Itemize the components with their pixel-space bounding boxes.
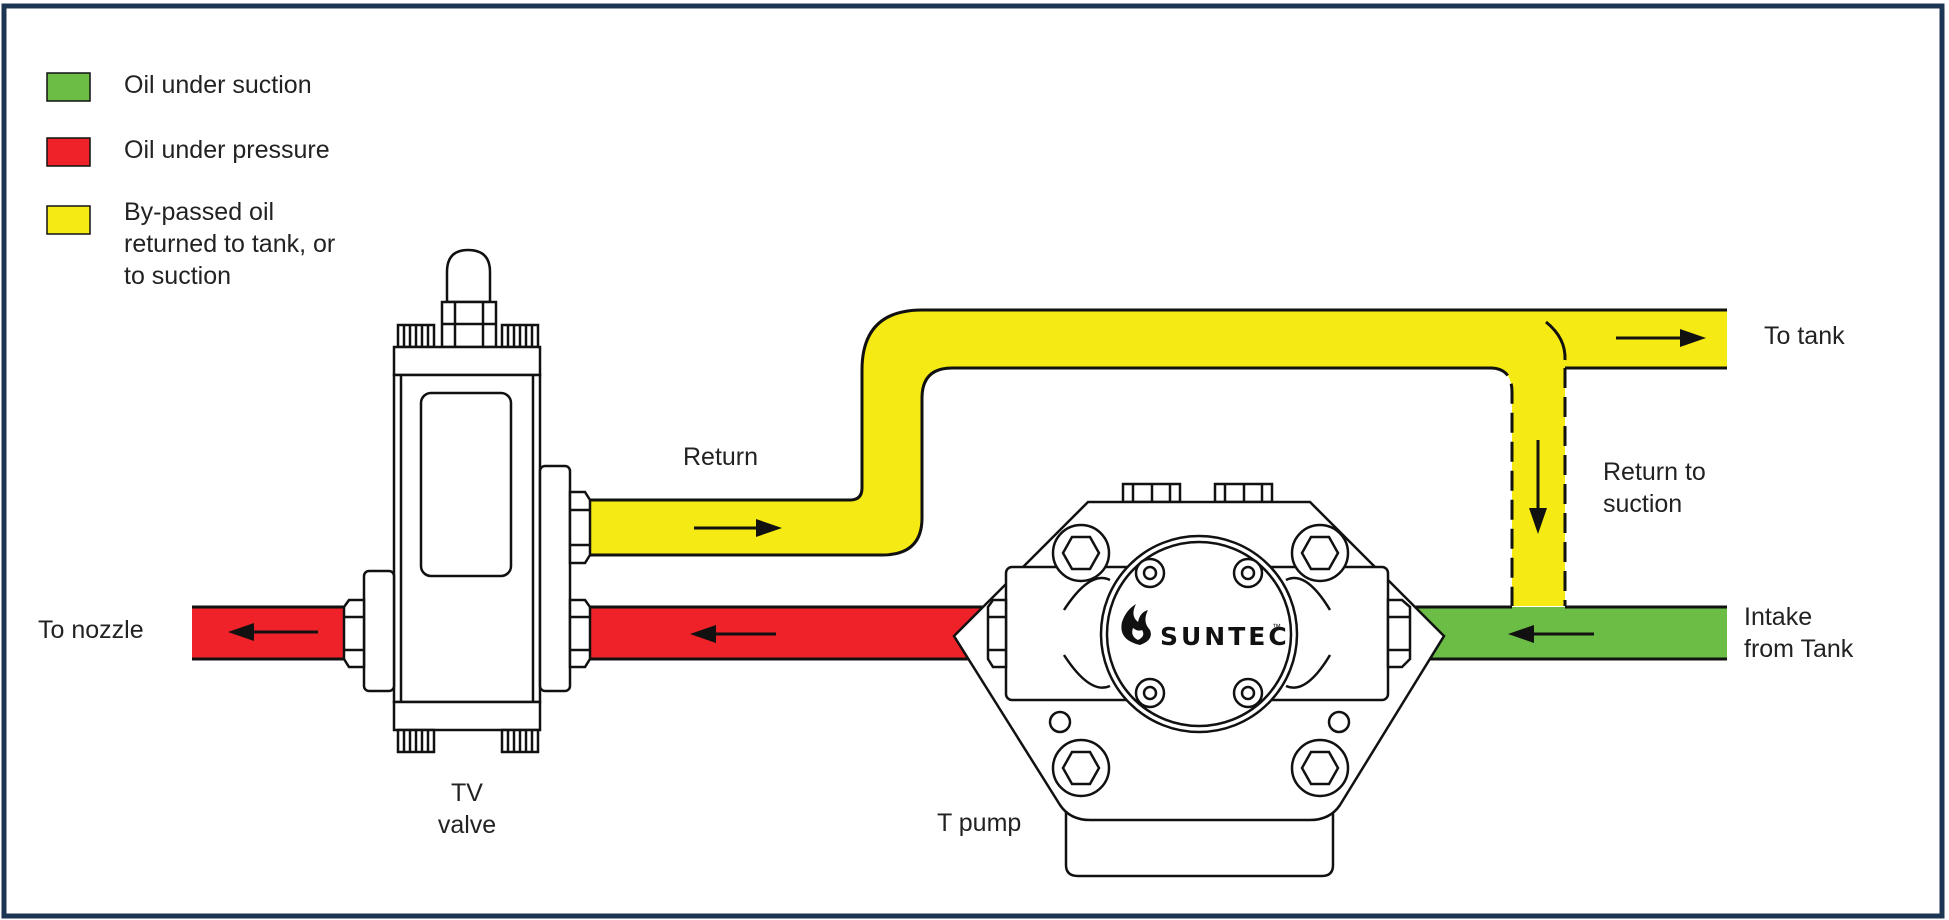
label-to-tank: To tank [1764,322,1845,350]
legend-swatch-pressure [46,137,91,167]
pump-pressure-pipe [590,605,988,661]
valve-bottom-flange [392,700,542,732]
tv-valve [342,248,592,754]
bypass-return-pipe [590,308,1727,557]
brand-label: SUNTEC [1160,622,1290,651]
return-to-suction-fill [1490,368,1565,606]
valve-top-flange [392,345,542,377]
pump-pressure-fill [590,607,988,659]
arrow-icon [1529,440,1547,534]
label-tv-valve-line2: valve [438,811,496,839]
label-t-pump: T pump [937,809,1021,837]
legend-label-bypass-line1: By-passed oil [124,198,274,226]
arrow-icon [228,623,318,641]
pump-fitting-intake [1386,598,1412,669]
pump-hole-left [1048,710,1072,734]
valve-left-block [362,569,396,693]
valve-fitting-nozzle [342,598,366,669]
label-return: Return [683,443,758,471]
legend-swatch-bypass [46,205,91,235]
valve-window [419,391,513,578]
diagram-frame [1,3,1945,919]
suntec-flame-logo [1121,604,1151,645]
brand-trademark: ™ [1272,622,1281,632]
legend-label-bypass-line3: to suction [124,262,231,290]
arrow-icon [1616,329,1706,347]
t-pump [952,482,1446,878]
label-intake-line2: from Tank [1744,635,1854,663]
legend-label-suction: Oil under suction [124,71,312,99]
label-return-to-suction-line1: Return to [1603,458,1706,486]
valve-cap [445,248,492,304]
bypass-pipe-edge-top [590,308,1727,502]
legend: Oil under suction Oil under pressure By-… [46,71,335,290]
valve-right-block [538,464,572,693]
arrow-icon [690,625,776,643]
valve-fitting-pressure [568,598,592,669]
return-to-suction-edge-left [1489,366,1514,606]
label-return-to-suction-line2: suction [1603,490,1682,518]
label-tv-valve-line1: TV [451,779,483,807]
label-to-nozzle: To nozzle [38,616,144,644]
pump-fitting-pressure [986,598,1008,669]
bypass-pipe-fill [590,310,1727,555]
flow-arrows [228,329,1706,643]
legend-swatch-suction [46,72,91,102]
arrow-icon [1508,625,1594,643]
legend-label-bypass-line2: returned to tank, or [124,230,335,258]
tee-arc [1545,320,1567,361]
return-to-suction-pipe [1489,366,1567,606]
legend-label-pressure: Oil under pressure [124,136,330,164]
bypass-pipe-edge-bottom [590,366,1490,557]
valve-fitting-return [568,490,592,565]
label-intake-line1: Intake [1744,603,1812,631]
pump-hole-right [1327,710,1351,734]
arrow-icon [694,519,782,537]
